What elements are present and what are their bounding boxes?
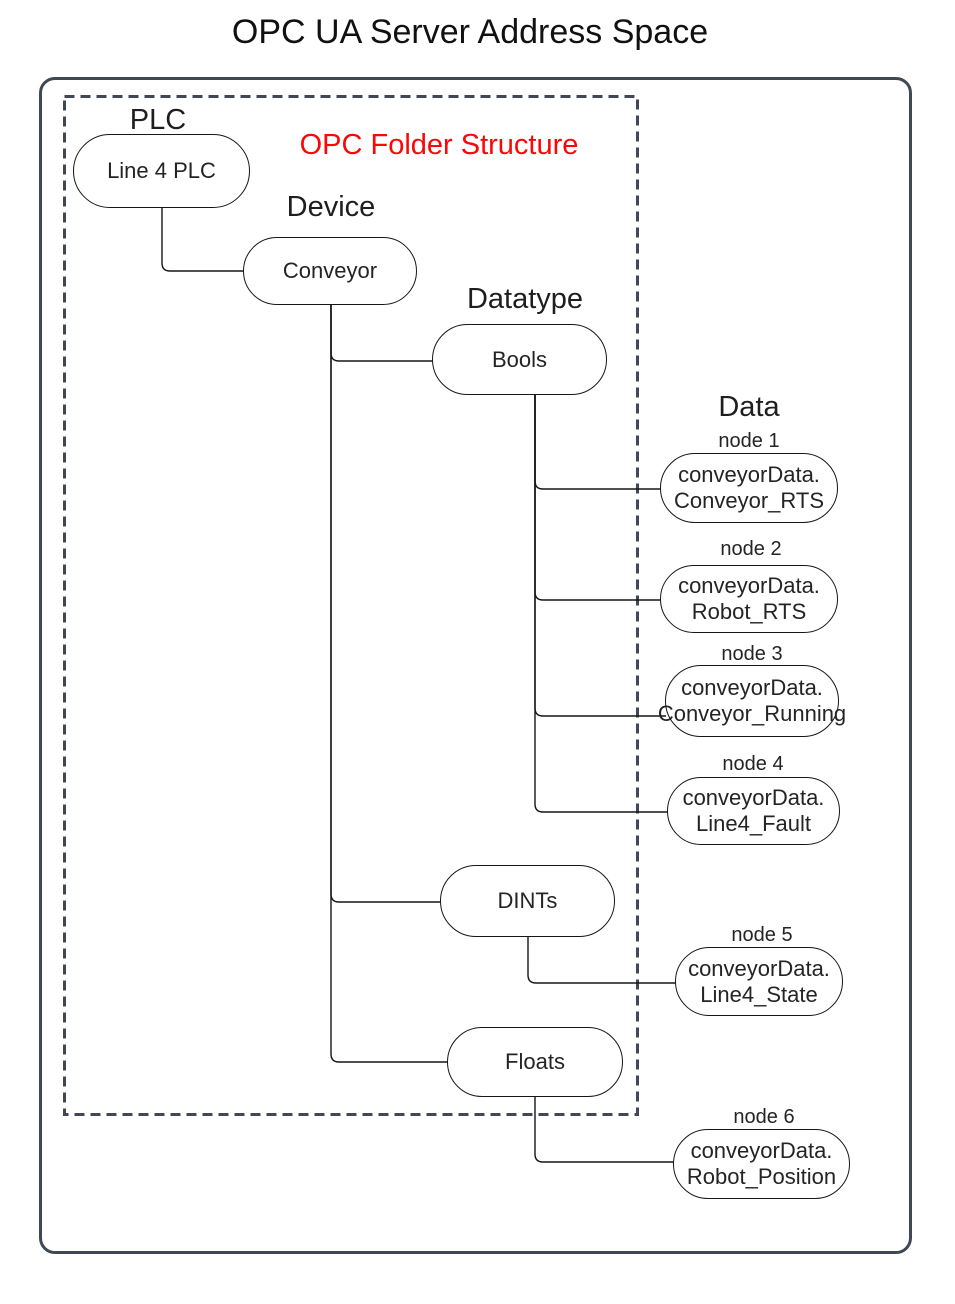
floats-node: Floats — [447, 1027, 623, 1097]
data-node-3-line1: conveyorData. — [681, 675, 823, 700]
data-node-3: conveyorData. Conveyor_Running — [658, 665, 846, 737]
data-node-5: conveyorData. Line4_State — [675, 947, 843, 1016]
data-node-2-line2: Robot_RTS — [691, 599, 807, 624]
line4-plc-node-label: Line 4 PLC — [107, 158, 216, 183]
data-node-1-line1: conveyorData. — [678, 462, 820, 487]
data-node-6-line2: Robot_Position — [686, 1164, 837, 1189]
data-node-3-line2: Conveyor_Running — [657, 701, 847, 726]
data-node-2: conveyorData. Robot_RTS — [660, 565, 838, 633]
node-4-label: node 4 — [722, 753, 784, 775]
data-node-6-line1: conveyorData. — [690, 1138, 833, 1163]
floats-node-label: Floats — [505, 1049, 565, 1074]
node-2-label: node 2 — [720, 538, 782, 560]
diagram-title: OPC UA Server Address Space — [231, 13, 709, 51]
data-node-1-line2: Conveyor_RTS — [674, 488, 824, 513]
plc-column-label: PLC — [129, 104, 187, 136]
data-node-2-line1: conveyorData. — [678, 573, 820, 598]
data-node-5-line2: Line4_State — [700, 981, 818, 1007]
node-3-label: node 3 — [721, 643, 783, 665]
line4-plc-node: Line 4 PLC — [73, 134, 250, 208]
opc-folder-structure-label: OPC Folder Structure — [299, 129, 579, 161]
data-node-5-line1: conveyorData. — [688, 955, 830, 981]
bools-node: Bools — [432, 324, 607, 395]
data-node-4-line2: Line4_Fault — [696, 811, 811, 836]
data-node-4: conveyorData. Line4_Fault — [667, 777, 840, 845]
data-node-4-line1: conveyorData. — [682, 785, 825, 810]
conveyor-node-label: Conveyor — [282, 258, 378, 283]
bools-node-label: Bools — [491, 346, 548, 372]
node-5-label: node 5 — [731, 924, 793, 946]
node-6-label: node 6 — [733, 1106, 795, 1128]
datatype-column-label: Datatype — [466, 283, 584, 315]
data-node-1: conveyorData. Conveyor_RTS — [660, 453, 838, 523]
conveyor-node: Conveyor — [243, 237, 417, 305]
data-column-label: Data — [718, 391, 780, 423]
node-1-label: node 1 — [718, 430, 780, 452]
data-node-6: conveyorData. Robot_Position — [673, 1129, 850, 1199]
device-column-label: Device — [286, 191, 376, 223]
dints-node-label: DINTs — [497, 888, 558, 913]
dints-node: DINTs — [440, 865, 615, 937]
address-space-frame — [39, 77, 912, 1254]
